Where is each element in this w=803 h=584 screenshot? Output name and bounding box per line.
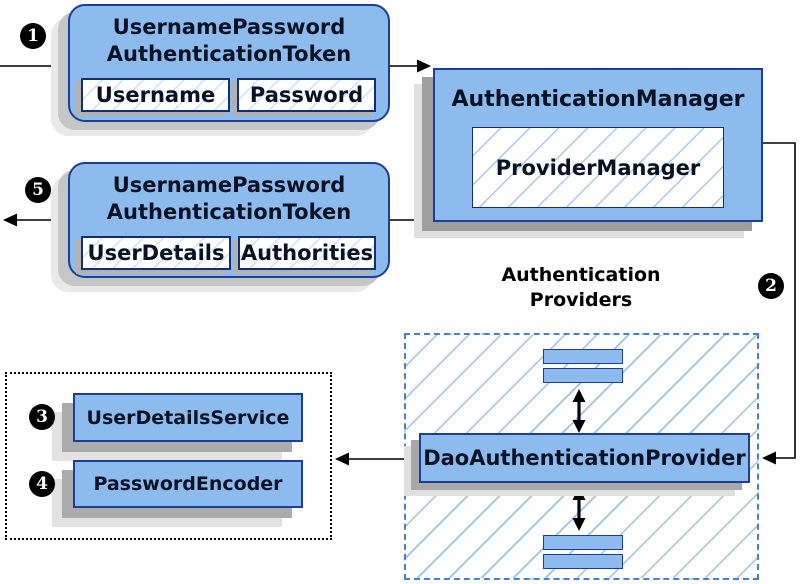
dao-authentication-provider-node: DaoAuthenticationProvider xyxy=(419,433,750,483)
step-2-badge: 2 xyxy=(758,273,784,299)
password-encoder-node: PasswordEncoder xyxy=(73,460,303,508)
token-request-fields: Username Password xyxy=(81,78,376,112)
provider-slot-bar xyxy=(543,535,623,550)
username-field: Username xyxy=(81,78,230,112)
password-field: Password xyxy=(237,78,376,112)
authentication-manager-node: AuthenticationManager ProviderManager xyxy=(433,68,763,222)
authentication-manager-title: AuthenticationManager xyxy=(451,87,745,112)
token-response-title: UsernamePassword AuthenticationToken xyxy=(106,173,352,224)
authentication-providers-heading: Authentication Providers xyxy=(501,264,661,311)
step-1-badge: 1 xyxy=(20,23,46,49)
user-details-service-node: UserDetailsService xyxy=(73,393,303,442)
step-3-badge: 3 xyxy=(29,404,55,430)
step-5-badge: 5 xyxy=(25,177,51,203)
user-details-field: UserDetails xyxy=(81,236,231,270)
token-response-fields: UserDetails Authorities xyxy=(81,236,376,270)
authorities-field: Authorities xyxy=(238,236,376,270)
step-4-badge: 4 xyxy=(29,471,55,497)
arrow-step2-delegate xyxy=(762,142,796,465)
provider-slot-bar xyxy=(543,554,623,569)
provider-slot-bar xyxy=(543,368,623,383)
username-password-token-request: UsernamePassword AuthenticationToken Use… xyxy=(68,4,390,122)
token-request-title: UsernamePassword AuthenticationToken xyxy=(106,15,352,66)
username-password-token-response: UsernamePassword AuthenticationToken Use… xyxy=(68,162,390,278)
provider-slot-bar xyxy=(543,349,623,364)
provider-manager-node: ProviderManager xyxy=(472,127,724,208)
